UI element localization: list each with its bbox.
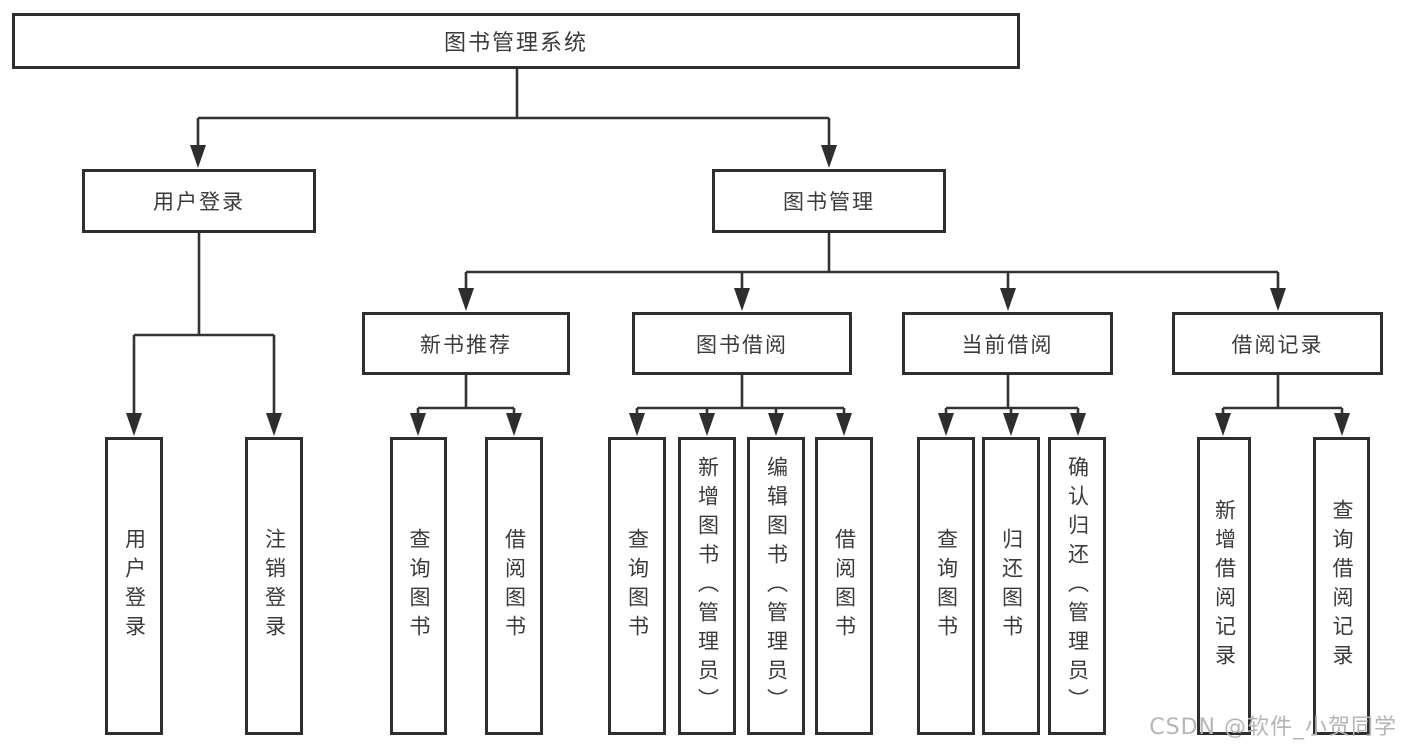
- arrow-down-icon: [266, 413, 282, 436]
- node-label: 借阅记录: [1231, 332, 1324, 357]
- arrow-down-icon: [938, 413, 954, 436]
- connector-borrow-records-to-leaves: [1215, 375, 1350, 436]
- arrow-down-icon: [1070, 413, 1086, 436]
- arrow-down-icon: [1334, 413, 1350, 436]
- arrow-down-icon: [1000, 288, 1016, 311]
- leaf-label: 查询图书: [407, 528, 431, 644]
- node-label: 当前借阅: [961, 332, 1054, 357]
- leaf-borrow-books: 借阅图书: [815, 437, 873, 735]
- leaf-label: 用户登录: [122, 528, 147, 644]
- leaf-query-books-recommend: 查询图书: [390, 437, 447, 735]
- arrow-down-icon: [506, 413, 522, 436]
- arrow-down-icon: [836, 413, 852, 436]
- leaf-query-books-borrow: 查询图书: [608, 437, 666, 735]
- leaf-label: 注销登录: [262, 528, 287, 644]
- leaf-label: 归还图书: [999, 528, 1024, 644]
- node-book-management: 图书管理: [712, 169, 946, 233]
- arrow-down-icon: [1003, 413, 1019, 436]
- arrow-down-icon: [768, 413, 784, 436]
- arrow-down-icon: [458, 288, 474, 311]
- leaf-label: 查询图书: [625, 528, 650, 644]
- arrow-down-icon: [821, 145, 837, 168]
- leaf-return-books: 归还图书: [982, 437, 1040, 735]
- connector-book-borrow-to-leaves: [629, 375, 852, 436]
- connector-book-mgmt-to-level3: [458, 233, 1286, 311]
- arrow-down-icon: [190, 145, 206, 168]
- node-borrow-records: 借阅记录: [1172, 312, 1383, 375]
- arrow-down-icon: [1215, 413, 1231, 436]
- arrow-down-icon: [699, 413, 715, 436]
- leaf-label: 借阅图书: [832, 528, 857, 644]
- node-label: 用户登录: [153, 190, 245, 214]
- leaf-edit-books-admin: 编辑图书（管理员）: [747, 437, 805, 735]
- arrow-down-icon: [734, 288, 750, 311]
- leaf-add-borrow-record: 新增借阅记录: [1197, 437, 1251, 735]
- connector-root-to-level2: [190, 69, 837, 168]
- node-root-system: 图书管理系统: [12, 13, 1020, 69]
- node-label: 图书借阅: [696, 332, 788, 357]
- connector-current-borrow-to-leaves: [938, 375, 1086, 436]
- leaf-label: 新增借阅记录: [1212, 499, 1237, 673]
- csdn-watermark: CSDN @软件_小贺同学: [1149, 715, 1397, 740]
- node-label: 新书推荐: [420, 332, 512, 357]
- node-label: 图书管理: [783, 190, 875, 214]
- node-current-borrow: 当前借阅: [902, 312, 1113, 375]
- connector-user-login-to-leaves: [126, 233, 282, 436]
- leaf-label: 新增图书（管理员）: [695, 455, 720, 717]
- leaf-borrow-books-recommend: 借阅图书: [485, 437, 543, 735]
- leaf-label: 编辑图书（管理员）: [764, 455, 789, 717]
- leaf-user-login: 用户登录: [105, 437, 163, 735]
- leaf-add-books-admin: 新增图书（管理员）: [678, 437, 736, 735]
- node-book-borrow: 图书借阅: [632, 312, 852, 375]
- connector-new-book-to-leaves: [410, 375, 522, 436]
- leaf-confirm-return-admin: 确认归还（管理员）: [1048, 437, 1106, 735]
- leaf-label: 查询借阅记录: [1330, 499, 1354, 673]
- leaf-query-books-current: 查询图书: [917, 437, 975, 735]
- leaf-logout: 注销登录: [245, 437, 303, 735]
- node-new-book-recommend: 新书推荐: [362, 312, 570, 375]
- leaf-label: 确认归还（管理员）: [1065, 455, 1090, 717]
- leaf-query-borrow-record: 查询借阅记录: [1313, 437, 1370, 735]
- arrow-down-icon: [410, 413, 426, 436]
- leaf-label: 借阅图书: [502, 528, 527, 644]
- arrow-down-icon: [629, 413, 645, 436]
- arrow-down-icon: [126, 413, 142, 436]
- leaf-label: 查询图书: [934, 528, 959, 644]
- arrow-down-icon: [1270, 288, 1286, 311]
- node-label: 图书管理系统: [443, 31, 588, 56]
- node-user-login: 用户登录: [82, 169, 316, 233]
